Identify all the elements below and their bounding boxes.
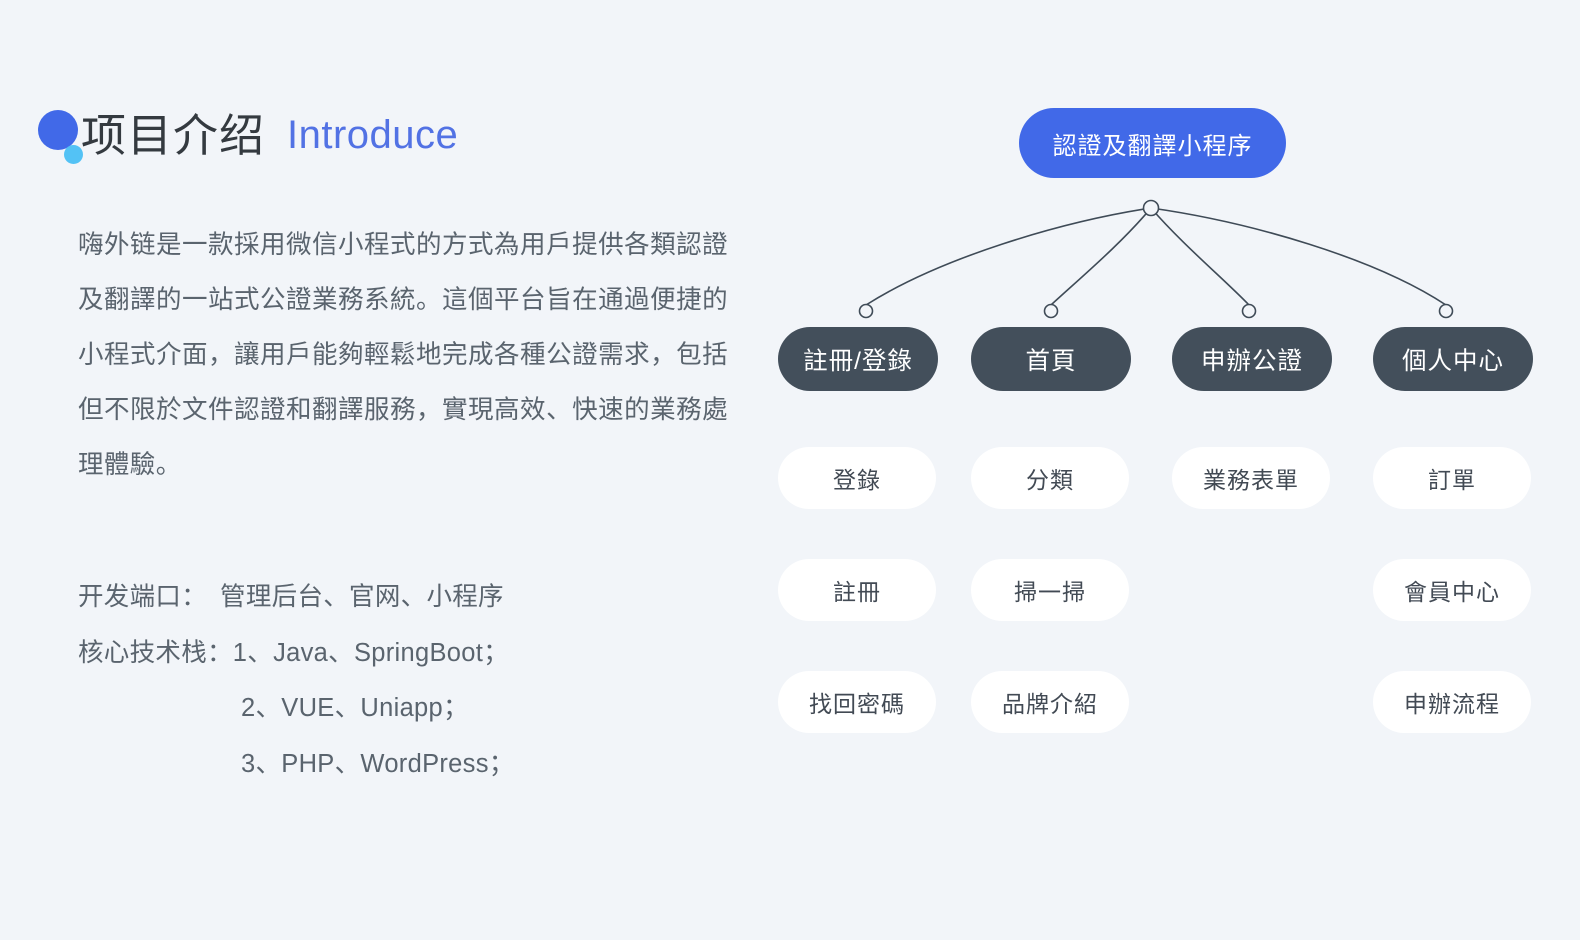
node-leaf-brand-intro[interactable]: 品牌介紹 (971, 671, 1129, 733)
connector-lines (858, 199, 1454, 319)
node-leaf-login[interactable]: 登錄 (778, 447, 936, 509)
node-leaf-application-process[interactable]: 申辦流程 (1373, 671, 1531, 733)
title-chinese: 项目介绍 (81, 109, 266, 161)
node-branch-home[interactable]: 首頁 (971, 327, 1131, 391)
branch-node-circle-icon-1 (1043, 303, 1059, 319)
large-blue-circle-icon (38, 110, 78, 150)
page-title: 项目介绍 Introduce (36, 97, 458, 173)
connector-to-branch-0 (865, 207, 1152, 306)
sitemap-diagram: 認證及翻譯小程序 註冊/登錄 首頁 申辦公證 個人中心 登錄 分類 業務表單 訂… (760, 0, 1580, 940)
branch-node-circle-icon-3 (1438, 303, 1454, 319)
tech-line-frontend: 2、VUE、Uniapp； (241, 694, 469, 722)
description-paragraph: 嗨外链是一款採用微信小程式的方式為用戶提供各類認證及翻譯的一站式公證業務系統。這… (78, 231, 728, 479)
connector-to-branch-2 (1150, 207, 1250, 306)
connector-to-branch-1 (1050, 207, 1152, 306)
connector-to-branch-3 (1150, 207, 1447, 306)
node-branch-apply-notarization[interactable]: 申辦公證 (1172, 327, 1332, 391)
node-leaf-category[interactable]: 分類 (971, 447, 1129, 509)
branch-node-circle-icon-2 (1241, 303, 1257, 319)
tech-stack-block: 开发端口： 管理后台、官网、小程序 核心技术栈：1、Java、SpringBoo… (78, 570, 738, 792)
tech-line-cms: 3、PHP、WordPress； (241, 749, 515, 778)
node-root[interactable]: 認證及翻譯小程序 (1019, 108, 1286, 178)
node-leaf-retrieve-password[interactable]: 找回密碼 (778, 671, 936, 733)
branch-node-circle-icon-0 (858, 303, 874, 319)
title-english: Introduce (287, 113, 459, 157)
node-leaf-business-form[interactable]: 業務表單 (1172, 447, 1330, 509)
node-leaf-scan[interactable]: 掃一掃 (971, 559, 1129, 621)
node-branch-register-login[interactable]: 註冊/登錄 (778, 327, 938, 391)
node-leaf-order[interactable]: 訂單 (1373, 447, 1531, 509)
intro-section: 项目介绍 Introduce 嗨外链是一款採用微信小程式的方式為用戶提供各類認證… (0, 0, 760, 940)
title-decoration (36, 97, 83, 173)
node-leaf-member-center[interactable]: 會員中心 (1373, 559, 1531, 621)
node-leaf-register[interactable]: 註冊 (778, 559, 936, 621)
small-cyan-circle-icon (64, 145, 83, 164)
tech-line-ports: 开发端口： 管理后台、官网、小程序 (78, 583, 504, 611)
node-branch-personal-center[interactable]: 個人中心 (1373, 327, 1533, 391)
tech-line-core: 核心技术栈：1、Java、SpringBoot； (78, 638, 509, 667)
hub-node-circle-icon (1142, 199, 1160, 217)
